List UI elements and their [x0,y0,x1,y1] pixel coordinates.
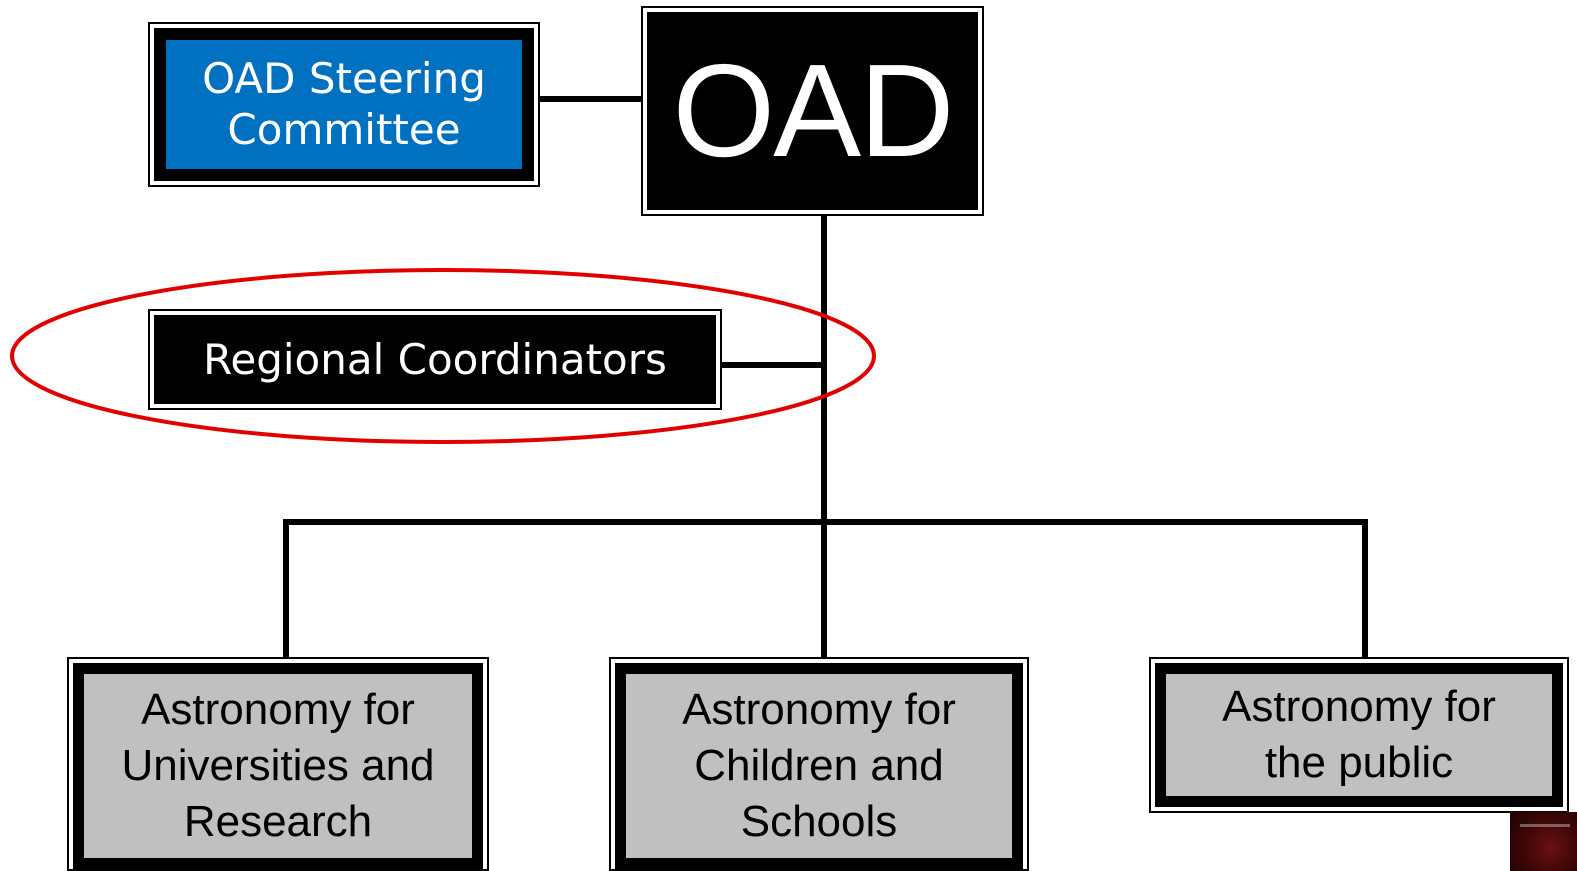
regional-coordinators-label: Regional Coordinators [203,334,667,384]
connector-horizontal-bus [283,519,1368,525]
corner-thumbnail-image [1510,812,1577,871]
steering-committee-label: OAD Steering Committee [202,54,486,154]
connector-oad-trunk [821,212,827,664]
oad-label: OAD [672,37,954,184]
oad-box: OAD [641,6,984,216]
connector-steering-to-oad [538,96,644,102]
branch-label-universities: Astronomy for Universities and Research [121,684,435,847]
connector-branch-right [1362,519,1368,664]
branch-box-schools: Astronomy for Children and Schools [609,657,1029,871]
regional-coordinators-box: Regional Coordinators [148,309,722,410]
branch-label-public: Astronomy for the public [1222,681,1496,787]
branch-box-universities: Astronomy for Universities and Research [67,657,489,871]
branch-box-public: Astronomy for the public [1149,657,1569,813]
branch-label-schools: Astronomy for Children and Schools [682,684,956,847]
connector-regional [719,362,823,368]
connector-branch-left [283,519,289,664]
steering-committee-box: OAD Steering Committee [148,22,540,187]
